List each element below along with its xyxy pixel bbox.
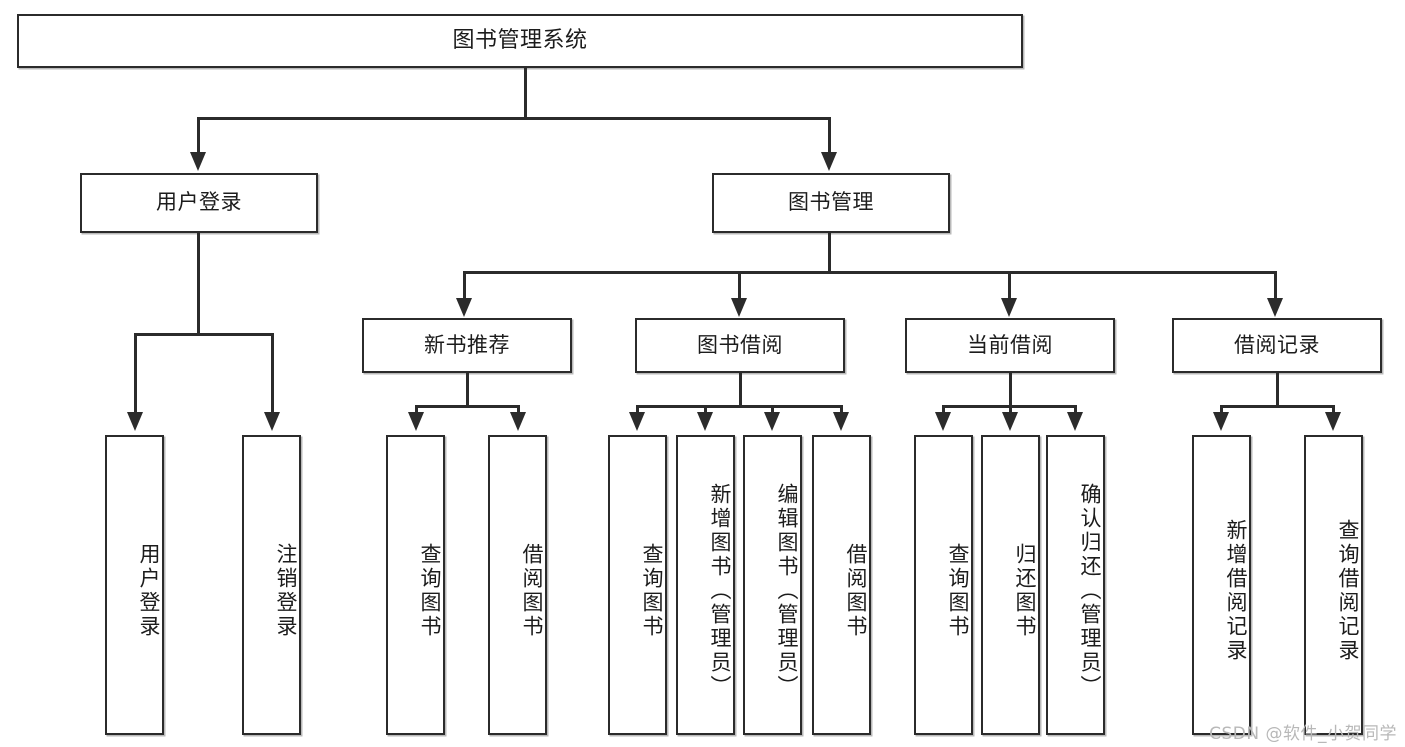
edge-borrow-record-stem — [1276, 373, 1279, 407]
arrowhead-nbr-child-1 — [510, 412, 526, 431]
node-new-book-recommend[interactable]: 新书推荐 — [362, 318, 572, 373]
node-label: 归还图书 — [1013, 543, 1037, 639]
arrowhead-bb-child-0 — [629, 412, 645, 431]
node-book-management[interactable]: 图书管理 — [712, 173, 950, 233]
edge-book-borrow-stem — [739, 373, 742, 407]
edge-to-current-borrow — [1008, 271, 1011, 301]
edge-level2-bar — [463, 271, 1277, 274]
edge-cb-child-1 — [1009, 405, 1012, 417]
edge-bb-child-2 — [771, 405, 774, 417]
edge-br-child-0 — [1220, 405, 1223, 417]
node-label: 用户登录 — [156, 190, 242, 215]
arrowhead-cb-child-0 — [935, 412, 951, 431]
node-label: 查询图书 — [418, 543, 442, 639]
node-label: 借阅记录 — [1234, 332, 1320, 357]
edge-nbr-child-0 — [415, 405, 418, 417]
leaf-add-borrow-record[interactable]: 新增借阅记录 — [1192, 435, 1251, 735]
edge-to-book-borrow — [738, 271, 741, 301]
node-label: 新书推荐 — [424, 332, 510, 357]
arrowhead-cb-child-1 — [1002, 412, 1018, 431]
arrowhead-current-borrow — [1001, 298, 1017, 317]
edge-bb-child-1 — [704, 405, 707, 417]
node-borrow-record[interactable]: 借阅记录 — [1172, 318, 1382, 373]
arrowhead-user-login — [190, 152, 206, 171]
arrowhead-nbr-child-0 — [408, 412, 424, 431]
node-label: 新增借阅记录 — [1224, 519, 1248, 663]
node-label: 新增图书（管理员） — [708, 483, 732, 699]
node-label: 注销登录 — [274, 543, 298, 639]
edge-to-book-management — [828, 117, 831, 155]
node-label: 查询图书 — [640, 543, 664, 639]
edge-bb-child-0 — [636, 405, 639, 417]
edge-current-borrow-stem — [1009, 373, 1012, 407]
leaf-query-book-borrow[interactable]: 查询图书 — [608, 435, 667, 735]
arrowhead-book-management — [821, 152, 837, 171]
node-current-borrow[interactable]: 当前借阅 — [905, 318, 1115, 373]
node-root-book-management-system[interactable]: 图书管理系统 — [17, 14, 1023, 68]
node-label: 借阅图书 — [520, 543, 544, 639]
arrowhead-borrow-record — [1267, 298, 1283, 317]
edge-to-user-login — [197, 117, 200, 155]
leaf-query-book-recommend[interactable]: 查询图书 — [386, 435, 445, 735]
leaf-return-book[interactable]: 归还图书 — [981, 435, 1040, 735]
leaf-confirm-return-admin[interactable]: 确认归还（管理员） — [1046, 435, 1105, 735]
edge-book-management-stem — [828, 233, 831, 273]
leaf-add-book-admin[interactable]: 新增图书（管理员） — [676, 435, 735, 735]
node-book-borrow[interactable]: 图书借阅 — [635, 318, 845, 373]
node-label: 查询图书 — [946, 543, 970, 639]
edge-user-login-child-0 — [134, 333, 137, 415]
node-label: 图书管理系统 — [452, 27, 588, 53]
leaf-logout[interactable]: 注销登录 — [242, 435, 301, 735]
leaf-borrow-book-recommend[interactable]: 借阅图书 — [488, 435, 547, 735]
arrowhead-leaf-logout — [264, 412, 280, 431]
node-label: 用户登录 — [137, 543, 161, 639]
edge-root-stem — [524, 68, 527, 118]
node-label: 图书借阅 — [697, 332, 783, 357]
node-label: 借阅图书 — [844, 543, 868, 639]
arrowhead-br-child-0 — [1213, 412, 1229, 431]
arrowhead-bb-child-1 — [697, 412, 713, 431]
edge-new-book-recommend-stem — [466, 373, 469, 407]
arrowhead-book-borrow — [731, 298, 747, 317]
edge-cb-child-2 — [1074, 405, 1077, 417]
arrowhead-bb-child-2 — [764, 412, 780, 431]
edge-level1-bar — [197, 117, 831, 120]
edge-new-book-recommend-bar — [415, 405, 520, 408]
edge-borrow-record-bar — [1220, 405, 1335, 408]
node-label: 编辑图书（管理员） — [775, 483, 799, 699]
edge-user-login-child-1 — [271, 333, 274, 415]
edge-cb-child-0 — [942, 405, 945, 417]
edge-book-borrow-bar — [636, 405, 843, 408]
node-label: 查询借阅记录 — [1336, 519, 1360, 663]
arrowhead-cb-child-2 — [1067, 412, 1083, 431]
csdn-watermark: CSDN @软件_小贺同学 — [1209, 724, 1397, 744]
leaf-query-borrow-record[interactable]: 查询借阅记录 — [1304, 435, 1363, 735]
node-user-login[interactable]: 用户登录 — [80, 173, 318, 233]
arrowhead-leaf-user-login — [127, 412, 143, 431]
edge-nbr-child-1 — [517, 405, 520, 417]
node-label: 当前借阅 — [967, 332, 1053, 357]
edge-user-login-stem — [197, 233, 200, 335]
leaf-borrow-book[interactable]: 借阅图书 — [812, 435, 871, 735]
edge-bb-child-3 — [840, 405, 843, 417]
leaf-edit-book-admin[interactable]: 编辑图书（管理员） — [743, 435, 802, 735]
leaf-query-book-current[interactable]: 查询图书 — [914, 435, 973, 735]
edge-user-login-bar — [134, 333, 274, 336]
edge-br-child-1 — [1332, 405, 1335, 417]
arrowhead-new-book-recommend — [456, 298, 472, 317]
edge-to-borrow-record — [1274, 271, 1277, 301]
arrowhead-br-child-1 — [1325, 412, 1341, 431]
leaf-user-login[interactable]: 用户登录 — [105, 435, 164, 735]
node-label: 确认归还（管理员） — [1078, 483, 1102, 699]
arrowhead-bb-child-3 — [833, 412, 849, 431]
edge-to-new-book-recommend — [463, 271, 466, 301]
node-label: 图书管理 — [788, 190, 874, 215]
